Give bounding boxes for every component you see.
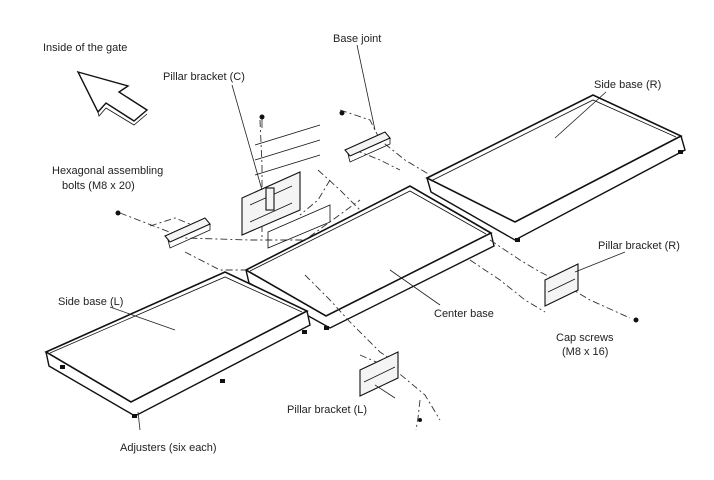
- label-hex-bolts-line1: Hexagonal assembling: [52, 165, 164, 177]
- label-adjusters: Adjusters (six each): [120, 442, 217, 454]
- label-pillar-bracket-l: Pillar bracket (L): [287, 404, 368, 416]
- label-pillar-bracket-c: Pillar bracket (C): [163, 71, 245, 83]
- base-joints: [115, 110, 391, 249]
- label-center-base: Center base: [434, 308, 494, 320]
- label-side-base-l: Side base (L): [58, 296, 124, 308]
- pillar-bracket-r: [544, 263, 639, 323]
- label-cap-screws-line1: Cap screws: [556, 332, 614, 344]
- side-base-l: [44, 271, 311, 417]
- label-pillar-bracket-r: Pillar bracket (R): [598, 240, 680, 252]
- direction-arrow-icon: [76, 70, 149, 126]
- label-side-base-r: Side base (R): [594, 79, 662, 91]
- center-base: [244, 185, 495, 329]
- label-base-joint: Base joint: [333, 33, 382, 45]
- pillar-bracket-c: [241, 114, 331, 249]
- label-inside-gate: Inside of the gate: [43, 42, 128, 54]
- leader-lines: [109, 44, 626, 431]
- label-hex-bolts-line2: bolts (M8 x 20): [62, 180, 135, 192]
- adjusters: [60, 150, 683, 418]
- label-cap-screws-line2: (M8 x 16): [562, 346, 609, 358]
- pillar-bracket-l: [359, 351, 422, 422]
